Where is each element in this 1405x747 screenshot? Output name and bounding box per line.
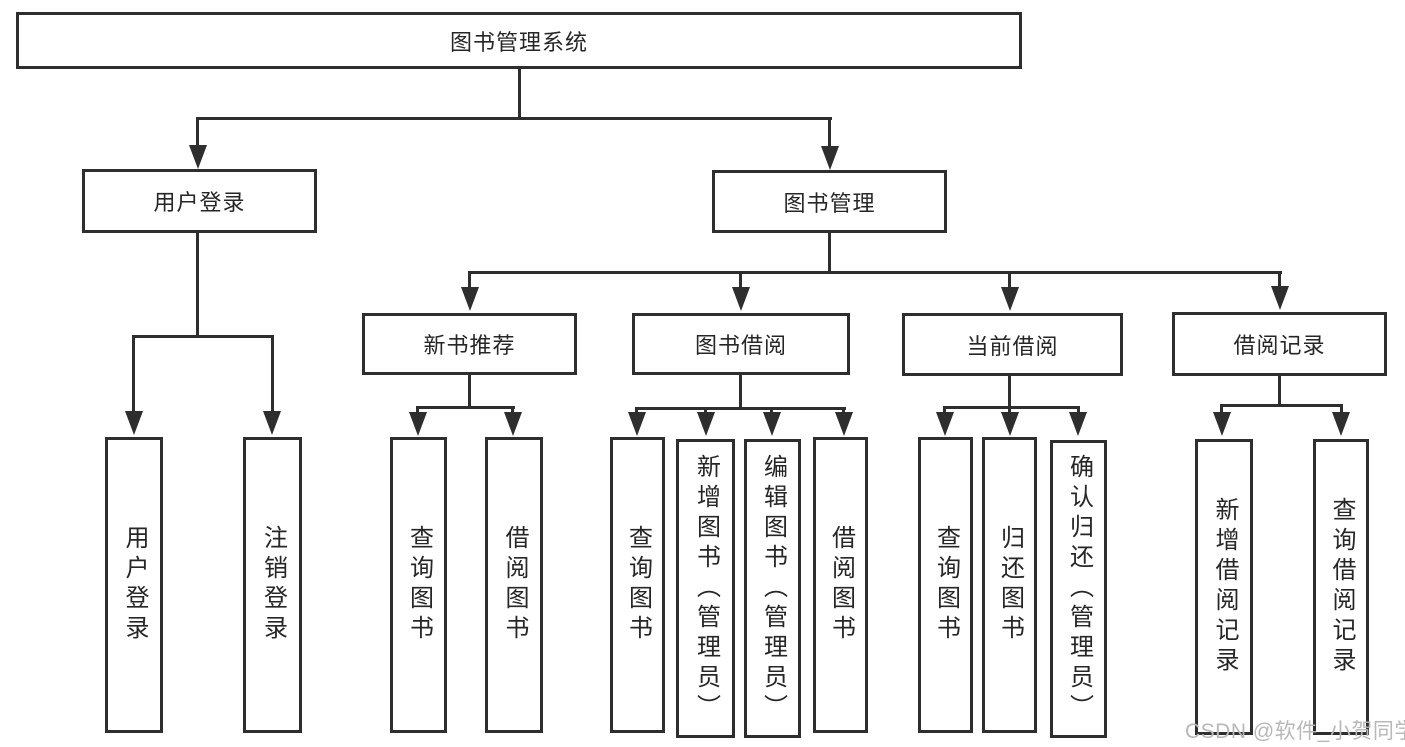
leaf-cb-confirm-return-admin: 确认归还（管理员）: [1050, 440, 1107, 738]
arrowhead-cb-query: [936, 412, 954, 436]
leaf-user-login: 用户登录: [105, 437, 163, 733]
edge-login-leaf-drop: [132, 335, 135, 417]
leaf-bb-add-book-admin: 新增图书（管理员）: [676, 439, 735, 738]
edge-rec-add-drop: [1220, 404, 1223, 418]
edge-current-split: [943, 406, 1080, 409]
arrowhead-borrow: [732, 287, 750, 311]
arrowhead-nb-query: [409, 412, 427, 436]
edge-bookmgmt-stem: [828, 233, 831, 273]
node-current-borrow: 当前借阅: [902, 313, 1123, 376]
edge-newbook-split: [416, 406, 515, 409]
edge-userlogin-split: [132, 335, 274, 338]
edge-current-drop: [1008, 271, 1011, 297]
arrowhead-bookmgmt: [821, 146, 839, 170]
leaf-cb-query-book: 查询图书: [918, 437, 973, 733]
edge-borrow-stem: [739, 375, 742, 410]
leaf-nb-query-book: 查询图书: [390, 437, 447, 733]
leaf-bb-edit-book-admin: 编辑图书（管理员）: [744, 439, 801, 738]
edge-current-stem: [1008, 376, 1011, 409]
arrowhead-bb-borrow: [835, 412, 853, 436]
arrowhead-rec-add: [1213, 412, 1231, 436]
csdn-watermark: CSDN @软件_小贺同学: [1185, 720, 1405, 743]
node-book-management: 图书管理: [712, 170, 947, 233]
arrowhead-newbook: [461, 287, 479, 311]
edge-rec-query-drop: [1340, 404, 1343, 418]
arrowhead-records: [1271, 286, 1289, 310]
edge-logout-leaf-drop: [271, 335, 274, 417]
node-library-system: 图书管理系统: [16, 12, 1022, 69]
edge-newbook-stem: [468, 375, 471, 409]
node-user-login: 用户登录: [82, 169, 317, 233]
leaf-bb-query-book: 查询图书: [610, 437, 665, 733]
leaf-rec-add-record: 新增借阅记录: [1195, 439, 1253, 735]
arrowhead-userlogin: [189, 145, 207, 169]
edge-records-split: [1220, 404, 1343, 407]
arrowhead-logout-leaf: [263, 411, 281, 435]
arrowhead-rec-query: [1332, 412, 1350, 436]
edge-userlogin-drop: [196, 117, 199, 155]
edge-root-stem: [518, 69, 521, 119]
arrowhead-bb-edit: [763, 412, 781, 436]
arrowhead-bb-add: [697, 412, 715, 436]
edge-borrow-drop: [739, 271, 742, 297]
edge-bookmgmt-split: [469, 271, 1282, 274]
leaf-nb-borrow-book: 借阅图书: [485, 437, 543, 733]
edge-root-split: [196, 117, 832, 120]
node-borrow-records: 借阅记录: [1172, 312, 1387, 376]
edge-borrow-split: [635, 407, 846, 410]
arrowhead-cb-return: [1001, 412, 1019, 436]
node-new-book-recommend: 新书推荐: [362, 313, 577, 375]
arrowhead-login-leaf: [125, 411, 143, 435]
edge-records-stem: [1278, 376, 1281, 407]
arrowhead-cb-confirm: [1069, 412, 1087, 436]
leaf-bb-borrow-book: 借阅图书: [813, 437, 868, 733]
edge-userlogin-stem: [196, 233, 199, 337]
arrowhead-nb-borrow: [504, 412, 522, 436]
edge-records-drop: [1278, 271, 1281, 297]
edge-bookmgmt-drop: [828, 117, 831, 155]
leaf-logout: 注销登录: [243, 437, 302, 733]
leaf-cb-return-book: 归还图书: [982, 437, 1037, 733]
edge-newbook-drop: [468, 271, 471, 297]
leaf-rec-query-record: 查询借阅记录: [1313, 439, 1369, 735]
node-book-borrow: 图书借阅: [632, 313, 850, 375]
arrowhead-bb-query: [628, 412, 646, 436]
arrowhead-current: [1001, 287, 1019, 311]
